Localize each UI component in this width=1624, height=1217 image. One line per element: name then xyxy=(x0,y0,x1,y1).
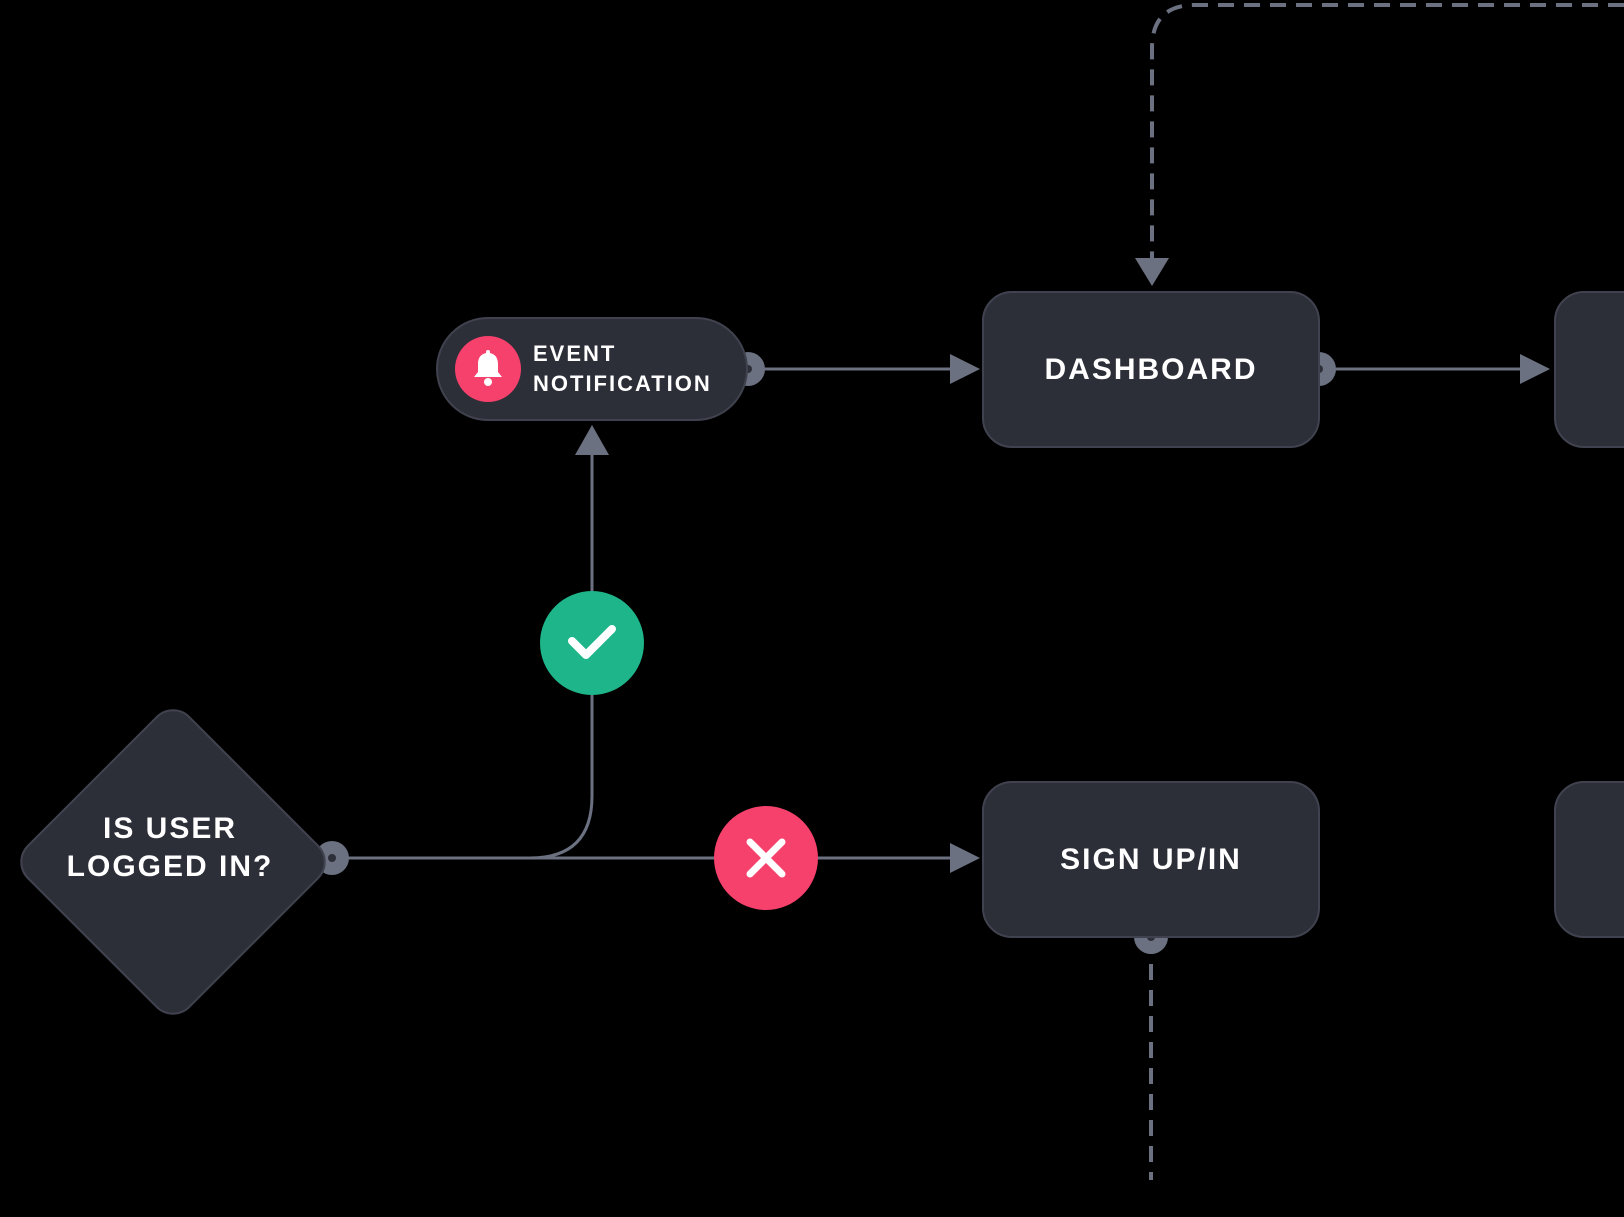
dashboard-in-arrowhead xyxy=(1135,258,1169,286)
check-icon xyxy=(568,625,616,659)
signup-node[interactable]: SIGN UP/IN xyxy=(982,781,1320,938)
next-node-top[interactable] xyxy=(1554,291,1624,448)
no-branch-arrowhead xyxy=(950,843,980,873)
bell-badge xyxy=(455,336,521,402)
event-to-dashboard-arrowhead xyxy=(950,354,980,384)
no-badge[interactable] xyxy=(714,806,818,910)
signup-label: SIGN UP/IN xyxy=(1060,842,1242,876)
event-notification-label: EVENT NOTIFICATION xyxy=(533,341,712,396)
event-notification-node[interactable]: EVENT NOTIFICATION xyxy=(436,317,748,421)
dashboard-node[interactable]: DASHBOARD xyxy=(982,291,1320,448)
dashboard-to-next-arrowhead xyxy=(1520,354,1550,384)
dashboard-label: DASHBOARD xyxy=(1044,352,1258,386)
decision-out-port-dot xyxy=(328,854,336,862)
next-node-bottom[interactable] xyxy=(1554,781,1624,938)
yes-badge[interactable] xyxy=(540,591,644,695)
bell-icon xyxy=(474,350,502,386)
close-icon xyxy=(746,838,786,878)
yes-branch-arrowhead xyxy=(575,425,609,455)
decision-label: IS USER LOGGED IN? xyxy=(66,812,274,883)
dashed-loop-connector xyxy=(1150,3,1624,262)
